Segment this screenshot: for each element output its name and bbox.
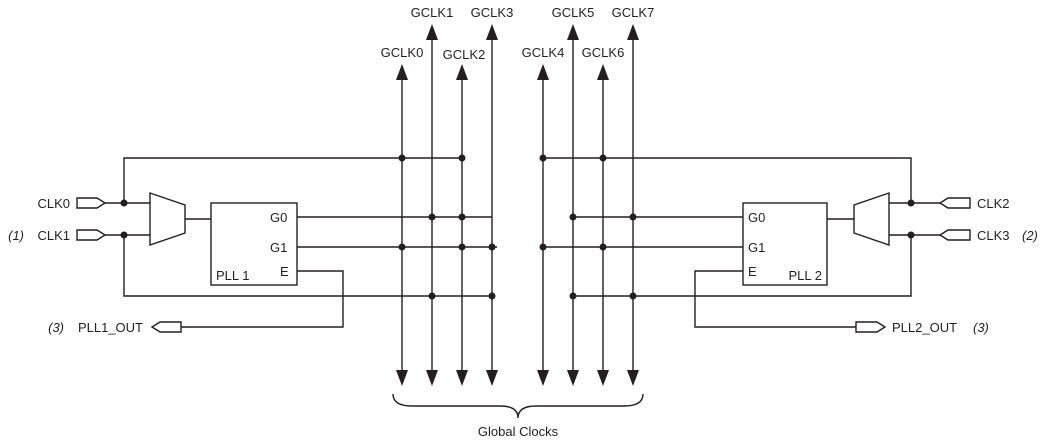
gclk0-up-arrow-icon bbox=[396, 64, 408, 80]
clk0-label: CLK0 bbox=[37, 196, 70, 211]
pll2-e-out-wire bbox=[694, 270, 856, 328]
pll2-out-label: PLL2_OUT bbox=[892, 320, 957, 335]
clk1-to-bottom-bus-wire bbox=[123, 235, 492, 297]
junction-dot bbox=[629, 213, 637, 221]
pll2-name-label: PLL 2 bbox=[789, 268, 823, 283]
junction-dot bbox=[398, 154, 406, 162]
gclk6-label: GCLK6 bbox=[582, 45, 625, 60]
pll2-g0-label: G0 bbox=[748, 210, 765, 225]
gclk1-up-arrow-icon bbox=[426, 24, 438, 40]
junction-dot bbox=[120, 231, 128, 239]
gclk1-label: GCLK1 bbox=[411, 5, 454, 20]
gclk-labels: GCLK0 GCLK1 GCLK2 GCLK3 GCLK4 GCLK5 GCLK… bbox=[381, 5, 655, 62]
gclk6-down-arrow-icon bbox=[597, 370, 609, 386]
junction-dot bbox=[488, 292, 496, 300]
gclk1-down-arrow-icon bbox=[426, 370, 438, 386]
junction-dot bbox=[539, 154, 547, 162]
pll1-out-pin-icon bbox=[150, 321, 182, 333]
junction-dot bbox=[458, 154, 466, 162]
gclk4-up-arrow-icon bbox=[537, 64, 549, 80]
gclk2-label: GCLK2 bbox=[443, 47, 486, 62]
pll1-e-label: E bbox=[280, 264, 289, 279]
gclk2-down-arrow-icon bbox=[456, 370, 468, 386]
clk3-input-pin-icon bbox=[938, 229, 971, 241]
pll2-e-label: E bbox=[748, 264, 757, 279]
left-side-circuit: CLK0 CLK1 (1) G0 G1 E PLL 1 PLL1_OUT (3) bbox=[8, 154, 497, 335]
junction-dot bbox=[539, 243, 547, 251]
junction-dot bbox=[599, 243, 607, 251]
right-side-circuit: CLK2 CLK3 (2) G0 G1 E PLL 2 PLL2_OUT (3) bbox=[539, 154, 1038, 335]
clk3-to-bottom-bus-wire bbox=[573, 235, 912, 297]
junction-dot bbox=[907, 231, 915, 239]
gclk7-up-arrow-icon bbox=[627, 24, 639, 40]
clk2-to-top-bus-wire bbox=[543, 157, 912, 203]
global-clocks-brace bbox=[392, 393, 644, 419]
junction-dot bbox=[599, 154, 607, 162]
gclk5-down-arrow-icon bbox=[567, 370, 579, 386]
junction-dot bbox=[428, 292, 436, 300]
pll2-out-footnote: (3) bbox=[973, 320, 989, 335]
gclk7-down-arrow-icon bbox=[627, 370, 639, 386]
junction-dot bbox=[569, 213, 577, 221]
clk1-label: CLK1 bbox=[37, 228, 70, 243]
clk2-input-pin-icon bbox=[938, 197, 971, 209]
gclk4-down-arrow-icon bbox=[537, 370, 549, 386]
gclk5-label: GCLK5 bbox=[552, 5, 595, 20]
gclk-up-arrows bbox=[396, 24, 639, 80]
gclk6-up-arrow-icon bbox=[597, 64, 609, 80]
gclk3-up-arrow-icon bbox=[486, 24, 498, 40]
gclk-down-arrows bbox=[396, 370, 639, 386]
junction-dot bbox=[629, 292, 637, 300]
gclk4-label: GCLK4 bbox=[522, 45, 565, 60]
gclk0-label: GCLK0 bbox=[381, 45, 424, 60]
pll2-block bbox=[742, 202, 828, 286]
junction-dot bbox=[488, 243, 496, 251]
pll2-clock-mux bbox=[853, 192, 890, 246]
clk0-to-top-bus-wire bbox=[123, 157, 462, 203]
gclk3-down-arrow-icon bbox=[486, 370, 498, 386]
gclk3-label: GCLK3 bbox=[471, 5, 514, 20]
gclk0-down-arrow-icon bbox=[396, 370, 408, 386]
gclk5-up-arrow-icon bbox=[567, 24, 579, 40]
gclk-lines bbox=[401, 35, 634, 375]
gclk7-label: GCLK7 bbox=[612, 5, 655, 20]
clk0-input-pin-icon bbox=[76, 197, 107, 209]
pll1-e-out-wire bbox=[181, 270, 344, 328]
junction-dot bbox=[398, 243, 406, 251]
clk3-label: CLK3 bbox=[977, 228, 1010, 243]
pll1-clock-mux bbox=[149, 192, 186, 246]
junction-dot bbox=[907, 199, 915, 207]
pll2-out-pin-icon bbox=[855, 321, 887, 333]
pll1-out-footnote: (3) bbox=[48, 320, 64, 335]
clk2-label: CLK2 bbox=[977, 196, 1010, 211]
junction-dot bbox=[120, 199, 128, 207]
pll2-g1-label: G1 bbox=[748, 240, 765, 255]
global-clocks-label: Global Clocks bbox=[478, 424, 559, 439]
clk1-footnote: (1) bbox=[8, 228, 24, 243]
pll1-name-label: PLL 1 bbox=[216, 268, 250, 283]
pll1-out-label: PLL1_OUT bbox=[78, 320, 143, 335]
pll1-g1-label: G1 bbox=[270, 240, 287, 255]
junction-dot bbox=[569, 292, 577, 300]
clk3-footnote: (2) bbox=[1022, 228, 1038, 243]
clk1-input-pin-icon bbox=[76, 229, 107, 241]
junction-dot bbox=[458, 243, 466, 251]
junction-dot bbox=[428, 213, 436, 221]
gclk2-up-arrow-icon bbox=[456, 64, 468, 80]
pll1-block bbox=[210, 202, 298, 286]
pll1-g0-label: G0 bbox=[270, 210, 287, 225]
junction-dot bbox=[458, 213, 466, 221]
